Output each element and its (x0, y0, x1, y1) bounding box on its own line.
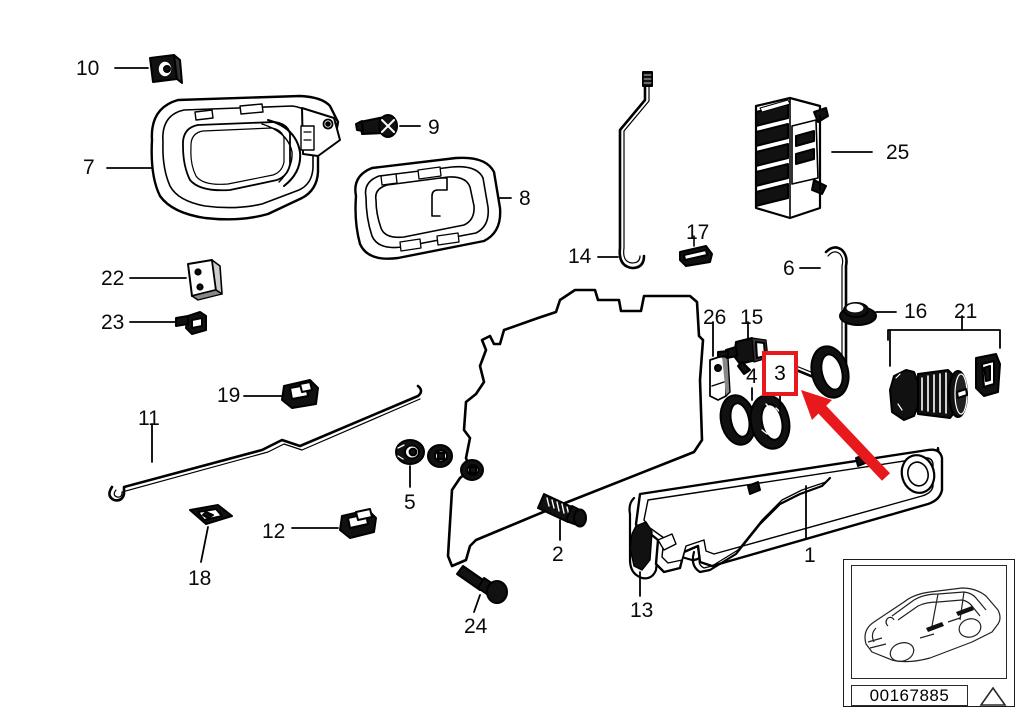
part-24-lock-knob (456, 565, 508, 604)
part-14-long-rod (618, 71, 653, 270)
highlight-box-item-3[interactable]: 3 (762, 351, 798, 396)
callout-14: 14 (568, 245, 592, 268)
callout-24: 24 (464, 615, 488, 638)
callout-1: 1 (804, 544, 816, 567)
callout-2: 2 (552, 543, 564, 566)
callout-12: 12 (262, 520, 286, 543)
part-21-lock-cylinder (889, 353, 1001, 421)
part-17-rod-clip (679, 245, 713, 267)
part-7-inner-handle-bezel (150, 94, 341, 221)
part-1-outer-door-handle (628, 446, 944, 580)
callout-7: 7 (83, 156, 95, 179)
callout-8: 8 (519, 187, 531, 210)
callout-22: 22 (101, 267, 125, 290)
callout-13: 13 (630, 599, 654, 622)
part-6-lock-rod (770, 246, 848, 390)
highlight-box-label: 3 (774, 361, 786, 385)
car-sedan-icon (864, 587, 1001, 663)
callout-16: 16 (904, 300, 928, 323)
callout-26: 26 (703, 306, 727, 329)
part-3-seal-ring (810, 345, 850, 399)
part-12-spring-clip (339, 508, 377, 539)
part-26-lever-bracket (709, 355, 731, 401)
callout-5: 5 (404, 491, 416, 514)
part-number-label: 00167885 (851, 685, 968, 706)
part-18-washer-plate (189, 504, 233, 525)
callout-10: 10 (76, 57, 100, 80)
callout-19: 19 (217, 384, 241, 407)
part-23-small-clip (175, 311, 207, 335)
part-22-striker-block (187, 259, 223, 301)
callout-17: 17 (686, 221, 710, 244)
red-arrow-icon (801, 390, 890, 481)
callout-15: 15 (740, 306, 764, 329)
callout-23: 23 (101, 311, 125, 334)
part-11-long-rod (108, 384, 423, 502)
callout-6: 6 (783, 257, 795, 280)
part-16-plug-cap (839, 302, 877, 326)
part-19-rod-clip (281, 379, 319, 409)
callout-11: 11 (138, 407, 160, 430)
part-15-micro-switch (717, 337, 769, 375)
callout-4: 4 (746, 365, 758, 388)
part-8-trim-frame (354, 156, 502, 260)
part-9-screw (355, 114, 398, 138)
warning-triangle-icon (979, 686, 1007, 706)
vehicle-illustration-frame (851, 565, 1007, 679)
door-inner-panel (427, 288, 705, 568)
part-5-hex-nut (395, 439, 425, 465)
callout-21: 21 (954, 300, 978, 323)
callout-18: 18 (188, 567, 212, 590)
callout-9: 9 (428, 116, 440, 139)
part-10-clip (149, 54, 183, 84)
part-25-connector (754, 96, 829, 220)
part-2-bolt (537, 493, 587, 528)
callout-25: 25 (886, 141, 910, 164)
